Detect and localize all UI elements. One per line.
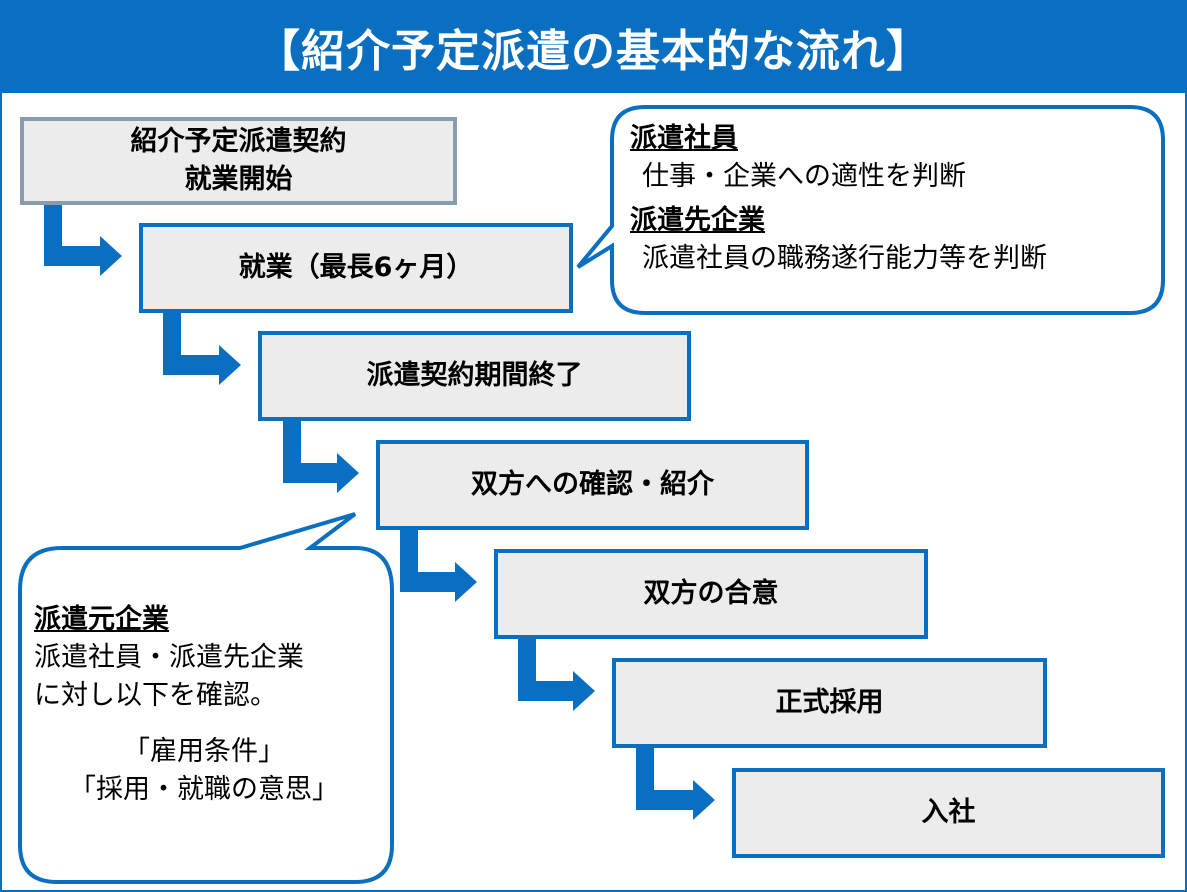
step-label: 紹介予定派遣契約	[130, 126, 347, 157]
callout-heading: 派遣先企業	[630, 205, 765, 236]
callout-right-text: 派遣社員 仕事・企業への適性を判断 派遣先企業 派遣社員の職務遂行能力等を判断	[630, 120, 1047, 278]
step-label: 正式採用	[775, 687, 884, 718]
step-label: 双方の合意	[643, 578, 779, 609]
callout-left-bubble	[18, 512, 394, 884]
step-label: 派遣契約期間終了	[366, 360, 583, 391]
callout-item: 「採用・就職の意思」	[69, 774, 339, 805]
callout-body: 仕事・企業への適性を判断	[642, 161, 966, 192]
callout-heading: 派遣社員	[630, 123, 738, 154]
callout-item: 「雇用条件」	[123, 736, 285, 767]
step-label: 就業開始	[184, 164, 293, 195]
step-label: 就業（最長6ヶ月）	[238, 252, 474, 283]
step-contract-start: 紹介予定派遣契約 就業開始	[20, 117, 457, 205]
step-confirmation: 双方への確認・紹介	[376, 440, 809, 530]
step-label: 入社	[921, 797, 976, 828]
arrow-4	[400, 530, 477, 602]
arrow-3	[283, 421, 359, 493]
callout-body: 派遣社員・派遣先企業	[34, 642, 304, 673]
step-formal-hiring: 正式採用	[612, 658, 1047, 748]
arrow-6	[636, 748, 715, 820]
page-title: 【紹介予定派遣の基本的な流れ】	[0, 0, 1187, 93]
step-mutual-agreement: 双方の合意	[494, 549, 928, 639]
arrow-1	[44, 205, 122, 276]
arrow-2	[163, 313, 241, 385]
step-contract-end: 派遣契約期間終了	[258, 331, 691, 421]
step-employment: 就業（最長6ヶ月）	[139, 223, 573, 313]
callout-body: に対し以下を確認。	[34, 680, 277, 711]
callout-body: 派遣社員の職務遂行能力等を判断	[642, 243, 1047, 274]
callout-heading: 派遣元企業	[34, 604, 169, 635]
step-joining: 入社	[732, 768, 1165, 858]
arrow-5	[518, 639, 595, 711]
callout-right-bubble	[576, 105, 1165, 315]
step-label: 双方への確認・紹介	[471, 469, 714, 500]
callout-left-text: 派遣元企業 派遣社員・派遣先企業 に対し以下を確認。 「雇用条件」 「採用・就職…	[34, 601, 374, 809]
